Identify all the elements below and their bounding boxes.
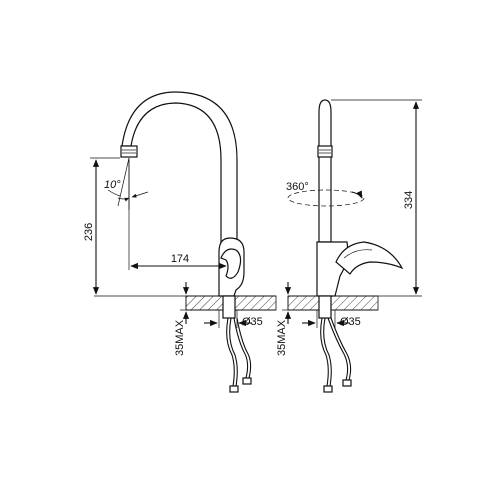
side-diameter-dimension: Ø35 bbox=[302, 310, 361, 328]
front-countertop bbox=[94, 295, 277, 311]
front-spout bbox=[120, 91, 238, 243]
side-spout-column bbox=[317, 99, 333, 243]
side-thickness-label: 35MAX bbox=[276, 319, 288, 356]
front-reach-dimension: 174 bbox=[128, 160, 227, 270]
front-height-dimension: 236 bbox=[83, 157, 120, 295]
side-thickness-dimension: 35MAX bbox=[276, 282, 292, 356]
side-rotation-indicator: 360° bbox=[286, 181, 365, 207]
front-thickness-label: 35MAX bbox=[174, 319, 186, 356]
side-height-dimension: 334 bbox=[331, 99, 422, 297]
side-diameter-label: Ø35 bbox=[340, 316, 361, 328]
side-supply-hoses bbox=[320, 317, 352, 393]
front-diameter-dimension: Ø35 bbox=[204, 310, 263, 328]
front-reach-label: 174 bbox=[171, 253, 189, 265]
front-supply-hoses bbox=[226, 317, 252, 393]
side-view: 360° 334 35MAX Ø35 bbox=[276, 99, 422, 393]
front-height-label: 236 bbox=[83, 223, 95, 241]
front-spout-angle: 10° bbox=[104, 157, 149, 210]
front-diameter-label: Ø35 bbox=[242, 316, 263, 328]
side-faucet-body bbox=[316, 241, 404, 319]
front-faucet-body bbox=[218, 237, 245, 319]
side-rotation-label: 360° bbox=[286, 181, 309, 193]
front-thickness-dimension: 35MAX bbox=[174, 282, 190, 356]
front-angle-label: 10° bbox=[104, 179, 121, 191]
front-view: 236 174 10° 35MAX bbox=[83, 91, 277, 393]
side-countertop bbox=[287, 295, 379, 311]
side-height-label: 334 bbox=[403, 191, 415, 209]
